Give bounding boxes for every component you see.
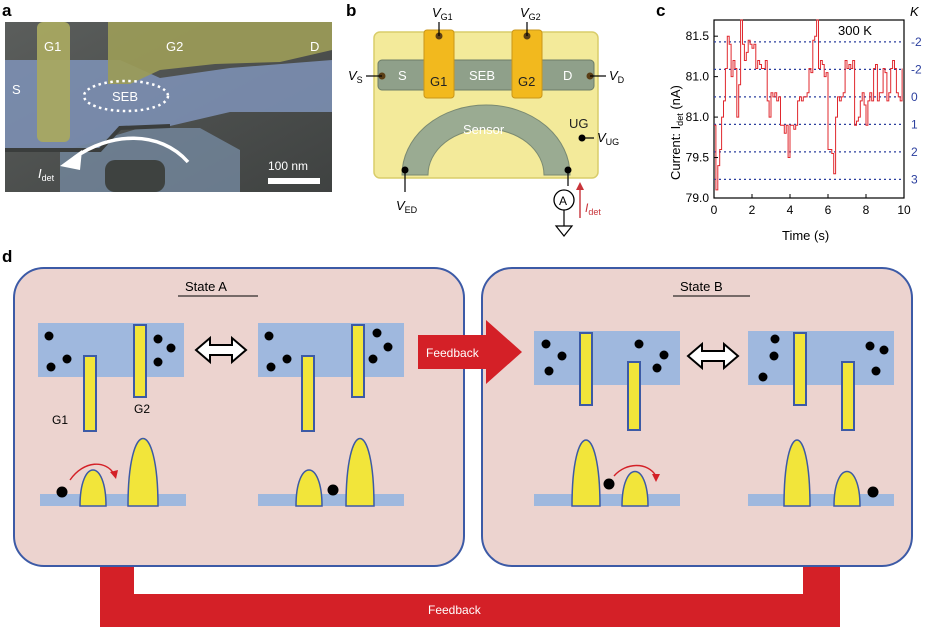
chart-title: 300 K xyxy=(838,23,872,38)
y-tick-label: 81.5 xyxy=(686,29,710,43)
feedback-top-label: Feedback xyxy=(426,346,480,360)
scale-label: 100 nm xyxy=(268,159,308,173)
state-a-box xyxy=(13,267,465,567)
ground-symbol xyxy=(554,225,574,237)
k-level-label: 3 xyxy=(911,172,918,186)
panel-label-a: a xyxy=(2,1,12,20)
x-tick-label: 8 xyxy=(863,203,870,217)
schem-label-g2: G2 xyxy=(518,74,535,89)
schem-label-g1: G1 xyxy=(430,74,447,89)
state-a-title: State A xyxy=(185,279,227,294)
schem-label-vug: VUG xyxy=(597,130,619,147)
y-tick-label: 79.5 xyxy=(686,151,710,165)
current-series-line xyxy=(714,19,903,191)
chart-right-axis-label: K xyxy=(910,4,920,19)
schem-label-vd: VD xyxy=(609,68,625,85)
feedback-arrow-bottom xyxy=(86,512,840,627)
sem-label-idet: Idet xyxy=(38,166,55,183)
y-tick-label: 81.0 xyxy=(686,70,710,84)
schem-label-d: D xyxy=(563,68,572,83)
sem-label-g1: G1 xyxy=(44,39,61,54)
schem-label-s: S xyxy=(398,68,407,83)
schem-label-sensor: Sensor xyxy=(463,122,505,137)
seb-outline xyxy=(82,79,170,113)
sem-label-seb: SEB xyxy=(112,89,138,104)
gate-label-g2: G2 xyxy=(134,402,150,416)
sem-label-d: D xyxy=(310,39,319,54)
chart-plot-frame xyxy=(713,19,905,199)
y-tick-label: 79.0 xyxy=(686,191,710,205)
feedback-bottom-label: Feedback xyxy=(428,603,482,617)
x-tick-label: 6 xyxy=(825,203,832,217)
chart-y-label: Current: Idet (nA) xyxy=(668,85,685,180)
x-tick-label: 2 xyxy=(749,203,756,217)
swap-arrow-a xyxy=(194,335,248,365)
schem-label-ved: VED xyxy=(396,198,418,215)
schem-label-ug: UG xyxy=(569,116,589,131)
sem-label-s: S xyxy=(12,82,21,97)
state-b-title: State B xyxy=(680,279,723,294)
schem-label-vg1: VG1 xyxy=(432,5,453,22)
x-tick-label: 4 xyxy=(787,203,794,217)
schem-label-vs: VS xyxy=(348,68,363,85)
schem-label-vg2: VG2 xyxy=(520,5,541,22)
k-level-label: 2 xyxy=(911,145,918,159)
panel-label-c: c xyxy=(656,1,665,20)
sem-image: 100 nm G1 G2 D S SEB Idet xyxy=(5,22,332,192)
schem-label-a: A xyxy=(559,194,567,208)
y-tick-label: 81.0 xyxy=(686,110,710,124)
schem-label-seb: SEB xyxy=(469,68,495,83)
state-diagram: State A State B Feedback Feedback G1 G2 xyxy=(13,267,913,627)
sem-label-g2: G2 xyxy=(166,39,183,54)
feedback-arrow-top xyxy=(418,320,522,384)
device-schematic: S G1 SEB G2 D Sensor UG A VG1 VG2 VS VD … xyxy=(348,5,625,237)
panel-label-b: b xyxy=(346,1,356,20)
k-level-label: 0 xyxy=(911,90,918,104)
x-tick-label: 0 xyxy=(711,203,718,217)
panel-label-d: d xyxy=(2,247,12,266)
idet-arrow xyxy=(72,136,190,164)
gate-label-g1: G1 xyxy=(52,413,68,427)
chart-x-label: Time (s) xyxy=(782,228,829,243)
k-level-label: 1 xyxy=(911,117,918,131)
x-tick-label: 10 xyxy=(897,203,911,217)
k-level-label: -2 xyxy=(911,62,922,76)
schem-label-idet: Idet xyxy=(585,201,601,217)
scale-bar xyxy=(268,178,320,184)
k-level-label: -2 xyxy=(911,35,922,49)
swap-arrow-b xyxy=(686,341,740,371)
